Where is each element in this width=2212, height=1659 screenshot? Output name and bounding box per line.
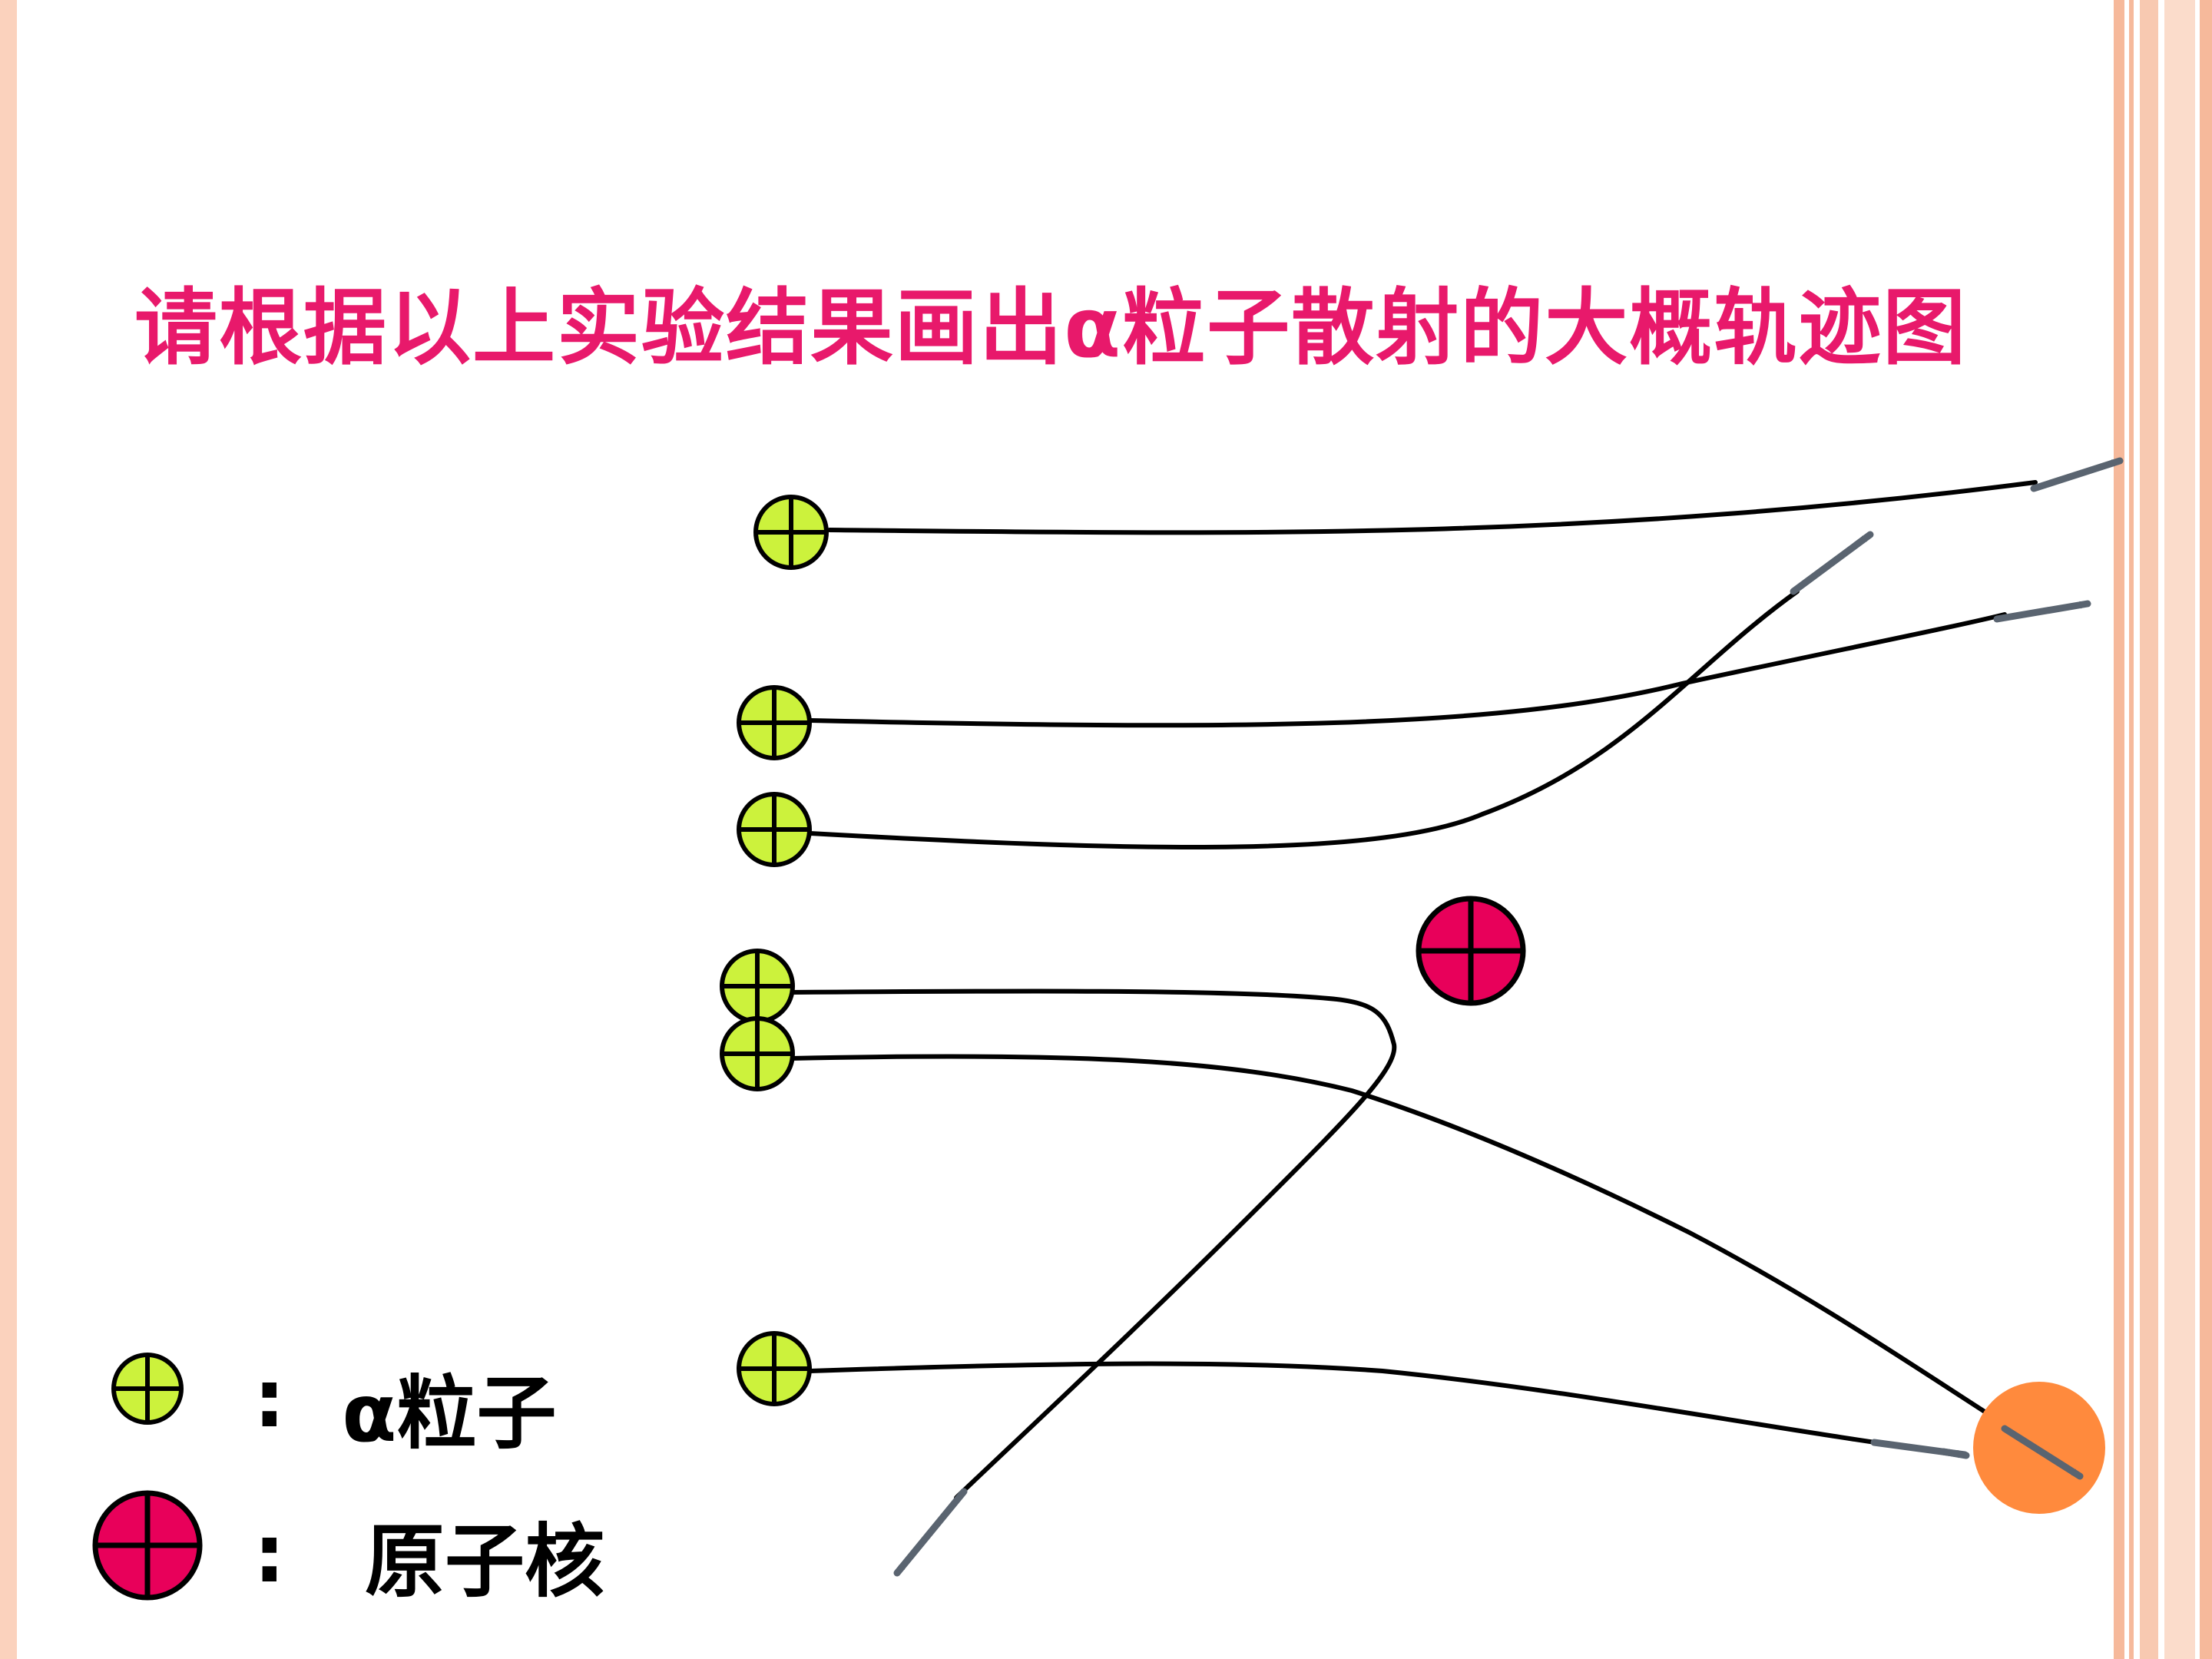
circle-plus-icon bbox=[737, 1331, 812, 1406]
border-stripe bbox=[2114, 0, 2124, 1659]
arrow-icon bbox=[2030, 457, 2124, 492]
circle-plus-icon bbox=[737, 792, 812, 867]
nucleus bbox=[1416, 896, 1526, 1006]
arrow-icon bbox=[893, 1488, 968, 1577]
legend-nucleus-label: 原子核 bbox=[365, 1515, 605, 1608]
border-stripe bbox=[2140, 0, 2158, 1659]
trajectory-5 bbox=[789, 1054, 2068, 1465]
circle-plus-icon bbox=[737, 685, 812, 760]
alpha-particles bbox=[720, 495, 829, 1406]
border-stripe bbox=[2200, 0, 2212, 1659]
border-stripe bbox=[2164, 0, 2195, 1659]
page-title: 请根据以上实验结果画出α粒子散射的大概轨迹图 bbox=[134, 280, 1968, 376]
arrow-icon bbox=[1790, 531, 1874, 595]
trajectory-4 bbox=[789, 988, 1397, 1500]
circle-plus-icon bbox=[720, 1016, 795, 1091]
legend-alpha-separator: : bbox=[253, 1352, 286, 1445]
arrow-icon bbox=[1993, 600, 2091, 623]
border-stripe bbox=[0, 0, 17, 1659]
legend-nucleus-separator: : bbox=[253, 1507, 286, 1601]
legend-nucleus-icon bbox=[92, 1490, 203, 1601]
trajectory-6 bbox=[808, 1361, 1953, 1455]
trajectory-3 bbox=[808, 589, 1800, 849]
legend-alpha-label: α粒子 bbox=[342, 1366, 557, 1460]
legend-alpha-icon bbox=[111, 1353, 184, 1425]
arrow-icon bbox=[1870, 1439, 1969, 1459]
circle-plus-icon bbox=[720, 949, 795, 1024]
border-stripe bbox=[2129, 0, 2134, 1659]
circle-plus-icon bbox=[753, 495, 829, 570]
trajectory-1 bbox=[827, 480, 2038, 535]
trajectory-2 bbox=[808, 612, 2007, 728]
arrow-icon bbox=[2001, 1425, 2084, 1480]
